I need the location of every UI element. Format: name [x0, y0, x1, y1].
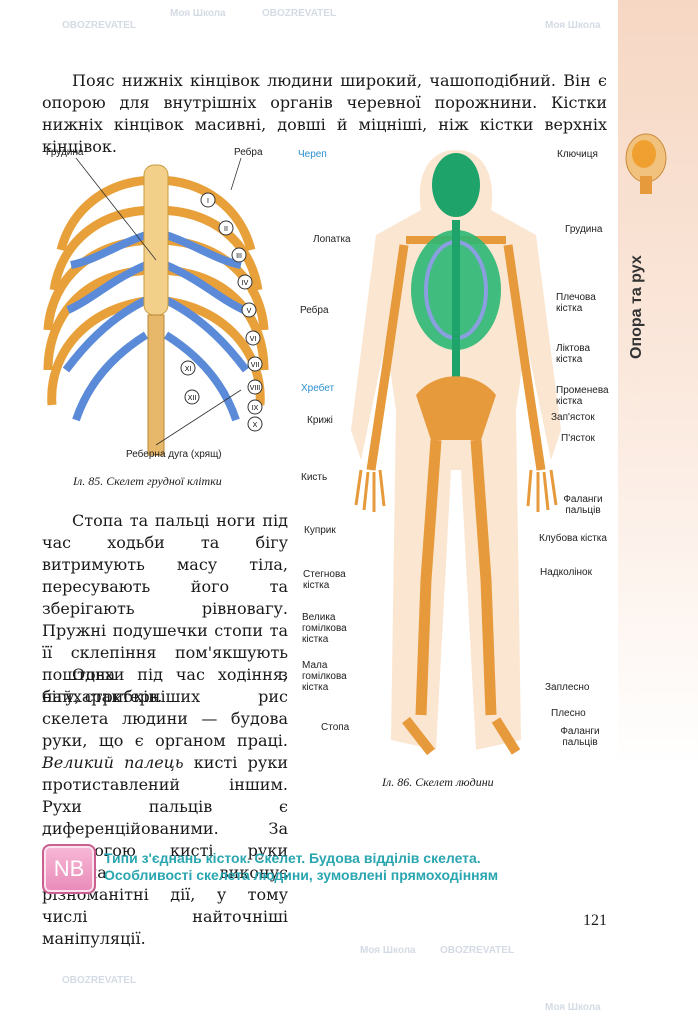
rib-num-7: VII	[251, 362, 260, 369]
sidebar-title: Опора та рух	[628, 255, 645, 360]
head-thumbnail-icon	[625, 133, 667, 194]
watermark: OBOZREVATEL	[62, 20, 137, 31]
label-zapiastok: Зап'ясток	[551, 412, 595, 423]
watermark: OBOZREVATEL	[440, 945, 515, 956]
paragraph-hand-part1: Одна з найхарактерніших рис скелета люди…	[42, 665, 288, 750]
label-grudyna-86: Грудина	[565, 224, 603, 235]
nb-line-1: Типи з'єднань кісток. Скелет. Будова від…	[104, 850, 481, 866]
label-piastok: П'ясток	[561, 433, 595, 444]
paragraph-hand-part2: кисті руки протиставлений іншим. Рухи па…	[42, 753, 288, 948]
paragraph-hand-italic: Великий палець	[42, 753, 184, 772]
top-paragraph: Пояс нижніх кінцівок людини широкий, чаш…	[42, 71, 607, 156]
label-mala: Мала гомілкова кістка	[302, 660, 347, 693]
watermark: Моя Школа	[170, 8, 226, 19]
caption-85: Іл. 85. Скелет грудної клітки	[73, 474, 222, 488]
rib-num-10: X	[253, 422, 258, 429]
caption-86: Іл. 86. Скелет людини	[382, 775, 494, 789]
ribs-illustration	[43, 164, 269, 456]
label-plesno: Плесно	[551, 708, 586, 719]
label-kupryk: Куприк	[304, 525, 336, 536]
watermark: Моя Школа	[360, 945, 416, 956]
rib-num-9: IX	[252, 405, 259, 412]
label-rebra-85: Ребра	[234, 147, 263, 158]
leader-arc	[155, 389, 242, 446]
label-rebra-86: Ребра	[300, 305, 329, 316]
nb-line-2: Особливості скелета людини, зумовлені пр…	[104, 867, 499, 883]
label-velyka: Велика гомілкова кістка	[302, 612, 347, 645]
label-promeneva: Променева кістка	[556, 385, 609, 407]
label-lopatka: Лопатка	[313, 234, 351, 245]
rib-num-2: II	[224, 226, 228, 233]
label-klyuchytsia: Ключиця	[557, 149, 598, 160]
label-kyst: Кисть	[301, 472, 328, 483]
rib-numbers: I II III IV V VI VII VIII IX X XI XII	[180, 192, 263, 432]
label-kryzhi: Крижі	[307, 415, 333, 426]
label-falangy-foot: Фаланги пальців	[560, 726, 600, 748]
paragraph-foot: Стопа та пальці ноги під час ходьби та б…	[42, 511, 288, 706]
leader-rebra	[230, 157, 242, 191]
label-plechova: Плечова кістка	[556, 292, 596, 314]
label-liktova: Ліктова кістка	[556, 343, 591, 365]
leader-grudyna	[75, 157, 157, 261]
label-stopa: Стопа	[321, 722, 350, 733]
label-zaplesno: Заплесно	[545, 682, 590, 693]
label-falangy-hand: Фаланги пальців	[563, 494, 603, 516]
label-stegnova: Стегнова кістка	[303, 569, 346, 591]
rib-num-12: XII	[188, 395, 197, 402]
rib-num-4: IV	[242, 280, 249, 287]
watermark: Моя Школа	[545, 20, 601, 31]
rib-num-1: I	[207, 198, 209, 205]
watermark: OBOZREVATEL	[262, 8, 337, 19]
nb-icon: NB	[42, 844, 96, 894]
rib-num-11: XI	[185, 366, 192, 373]
figure-86-skeleton	[351, 150, 561, 756]
rib-num-8: VIII	[250, 385, 261, 392]
figure-85-ribcage: I II III IV V VI VII VIII IX X XI XII	[43, 157, 269, 456]
rib-num-6: VI	[250, 336, 257, 343]
label-klubova: Клубова кістка	[539, 533, 607, 544]
paragraph-hand: Одна з найхарактерніших рис скелета люди…	[42, 664, 288, 950]
label-grudyna-85: Грудина	[46, 147, 84, 158]
label-nadkolinok: Надколінок	[540, 567, 592, 578]
label-cherep: Череп	[298, 149, 327, 160]
watermark: OBOZREVATEL	[62, 975, 137, 986]
watermark: Моя Школа	[545, 1002, 601, 1013]
page-number: 121	[583, 912, 607, 929]
label-khrebet: Хребет	[301, 383, 335, 394]
rib-num-5: V	[247, 308, 252, 315]
skull-shape	[432, 153, 480, 217]
rib-num-3: III	[236, 253, 242, 260]
nb-text: Типи з'єднань кісток. Скелет. Будова від…	[104, 850, 498, 884]
label-arc-85: Реберна дуга (хрящ)	[126, 449, 222, 460]
